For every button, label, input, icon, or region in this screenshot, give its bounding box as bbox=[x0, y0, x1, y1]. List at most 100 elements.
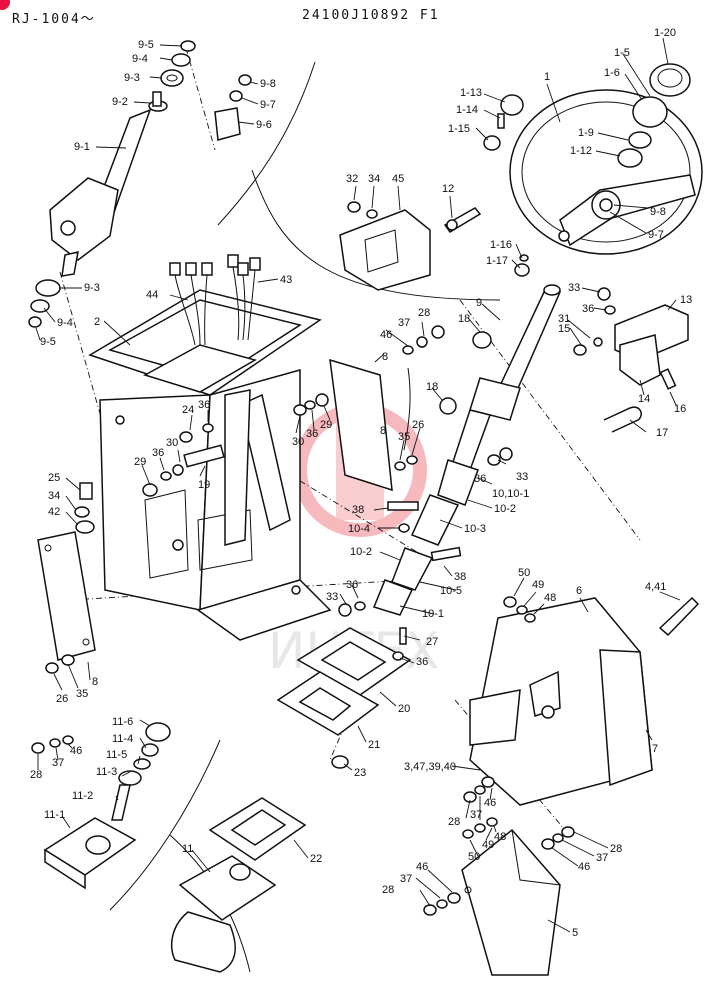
connector bbox=[227, 254, 239, 268]
shaft-9-lower bbox=[451, 409, 491, 471]
callout: 33 bbox=[326, 591, 338, 603]
callout: 11-3 bbox=[96, 766, 117, 778]
column-shaft-stub bbox=[152, 91, 162, 107]
callout: 36 bbox=[152, 447, 164, 459]
pedal-arm bbox=[239, 393, 291, 532]
washer-35 bbox=[61, 654, 75, 666]
wheel-nut-9-8 bbox=[599, 198, 613, 212]
callout: 11-2 bbox=[72, 790, 93, 802]
callout: 1-17 bbox=[486, 255, 508, 267]
floor-boot-plates bbox=[276, 627, 412, 769]
pedal-bracket-frame bbox=[88, 289, 332, 641]
callout: 42 bbox=[48, 506, 60, 518]
boot-stem bbox=[229, 863, 251, 881]
callout: 11-4 bbox=[112, 733, 133, 745]
frame-cutout bbox=[144, 489, 189, 579]
callout: 48 bbox=[544, 592, 556, 604]
callout: 38 bbox=[352, 504, 364, 516]
washer-30 bbox=[172, 464, 184, 476]
plate-hole bbox=[44, 544, 52, 552]
lever-12-pivot bbox=[446, 219, 458, 231]
screw-1-14 bbox=[497, 113, 505, 129]
callout: 11 bbox=[182, 843, 193, 855]
callout: 24 bbox=[182, 404, 194, 416]
pivot-pin bbox=[183, 444, 225, 468]
steering-wheel bbox=[509, 89, 703, 255]
column-clamp-assembly bbox=[573, 304, 689, 433]
callout: 9-7 bbox=[260, 99, 276, 111]
bolt-28 bbox=[561, 826, 575, 838]
connector bbox=[249, 257, 261, 271]
callout: 28 bbox=[30, 769, 42, 781]
screw-50 bbox=[462, 829, 474, 839]
panel-5 bbox=[461, 828, 561, 976]
frame-front-wall bbox=[99, 394, 211, 611]
callout: 37 bbox=[400, 873, 412, 885]
cap-11-6 bbox=[145, 722, 171, 742]
valve-assembly-11 bbox=[43, 722, 171, 890]
shaft-10-3 bbox=[410, 494, 460, 546]
callout: 46 bbox=[380, 329, 392, 341]
bearing-11-3 bbox=[118, 770, 142, 786]
washer-42 bbox=[75, 520, 95, 534]
callout: 10-5 bbox=[440, 585, 462, 597]
callout: 9-3 bbox=[124, 72, 140, 84]
cover-7 bbox=[599, 649, 653, 787]
bolt-28 bbox=[31, 742, 45, 754]
frame-hole bbox=[115, 415, 125, 425]
callout: 8 bbox=[380, 425, 386, 437]
leader-lines bbox=[35, 37, 681, 933]
callout: 27 bbox=[426, 636, 438, 648]
panel-hole bbox=[464, 886, 472, 894]
callout: 44 bbox=[146, 289, 158, 301]
wheel-rim-outer bbox=[509, 89, 703, 255]
lever-boss bbox=[469, 689, 521, 746]
callout: 10-2 bbox=[350, 546, 372, 558]
callout: 18 bbox=[426, 381, 438, 393]
callout: 48 bbox=[494, 831, 506, 843]
wheel-bolt bbox=[558, 230, 570, 242]
callout: 12 bbox=[442, 183, 454, 195]
callout: 36 bbox=[198, 399, 210, 411]
bolt-38 bbox=[387, 501, 419, 511]
group-boundary-lines bbox=[109, 61, 501, 973]
cap-1-20 bbox=[649, 63, 691, 97]
callout: 32 bbox=[346, 173, 358, 185]
side-panel-5 bbox=[461, 828, 561, 976]
callout: 9-5 bbox=[138, 39, 154, 51]
washer-36 bbox=[304, 400, 316, 410]
boot-assembly bbox=[171, 797, 307, 973]
nut-10-4 bbox=[398, 523, 410, 533]
callout: 8 bbox=[382, 351, 388, 363]
nut-33 bbox=[499, 447, 513, 461]
plate-20-opening bbox=[320, 641, 387, 681]
wire bbox=[232, 266, 240, 341]
callout: 49 bbox=[482, 839, 494, 851]
ring-9-8 bbox=[238, 74, 252, 86]
ring-11-4 bbox=[141, 743, 159, 757]
washer-49 bbox=[474, 823, 486, 833]
panel-5-fold bbox=[511, 829, 561, 886]
callout: 5 bbox=[572, 927, 578, 939]
washer-46 bbox=[481, 776, 495, 788]
cable bbox=[403, 367, 411, 451]
callout: 1-12 bbox=[570, 145, 592, 157]
washer-48 bbox=[486, 817, 498, 827]
column-lower-shaft bbox=[61, 251, 79, 277]
washer-36 bbox=[604, 305, 616, 315]
callout: 35 bbox=[76, 688, 88, 700]
callout: 28 bbox=[610, 843, 622, 855]
callout: 23 bbox=[354, 767, 366, 779]
clamp-14 bbox=[619, 334, 661, 386]
horn-button-1-6 bbox=[632, 96, 668, 128]
callout: 9-5 bbox=[40, 336, 56, 348]
callout: 6 bbox=[576, 585, 582, 597]
lever-4-41 bbox=[658, 596, 700, 637]
cover-plate-center bbox=[329, 358, 418, 492]
callout: 11-1 bbox=[44, 809, 65, 821]
frame-hole bbox=[172, 539, 184, 551]
nut-32 bbox=[347, 201, 361, 213]
callout: 28 bbox=[448, 816, 460, 828]
shaft-9-top bbox=[543, 284, 561, 296]
